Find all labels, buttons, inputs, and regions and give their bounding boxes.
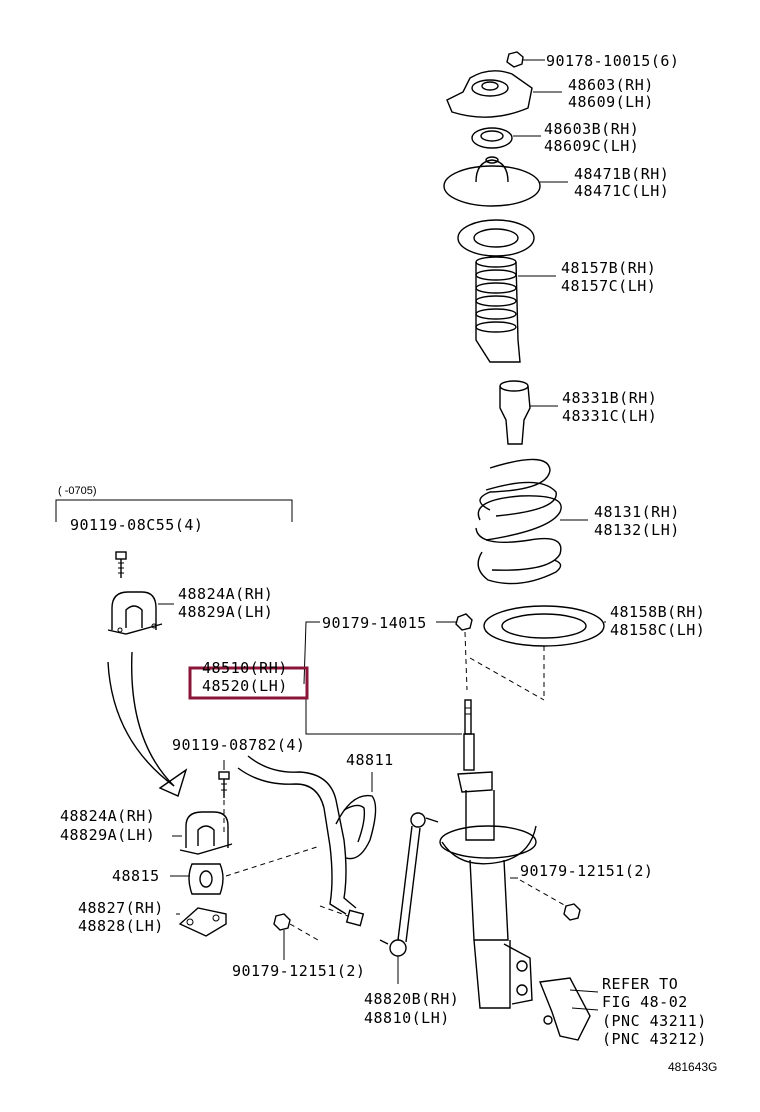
- strut-nut-icon: [436, 613, 473, 691]
- label-bolt-b: 90119-08782(4): [172, 736, 305, 754]
- top-nut-icon: [506, 51, 545, 68]
- label-absorber-rh: 48510(RH): [202, 659, 288, 677]
- lower-insulator-icon: [469, 605, 606, 701]
- highlight-box: [188, 666, 309, 700]
- bump-stopper-icon: [499, 380, 558, 445]
- label-date-range: ( -0705): [58, 485, 97, 497]
- stabilizer-bar-icon: [237, 755, 377, 927]
- bearing-icon: [471, 127, 541, 149]
- coil-spring-icon: [475, 458, 588, 585]
- link-nut-right-icon: [510, 877, 581, 921]
- label-bracket-c-rh: 48827(RH): [78, 899, 164, 917]
- knuckle-reference-icon: [539, 977, 599, 1041]
- stabilizer-link-icon: [379, 812, 439, 984]
- label-refer-4: (PNC 43212): [602, 1030, 707, 1048]
- shock-absorber-icon: [439, 699, 537, 1009]
- label-refer-3: (PNC 43211): [602, 1012, 707, 1030]
- label-nut-top: 90178-10015(6): [546, 52, 679, 70]
- label-bearing-rh: 48603B(RH): [544, 120, 639, 138]
- label-link-lh: 48810(LH): [364, 1009, 450, 1027]
- label-link-rh: 48820B(RH): [364, 990, 459, 1008]
- label-bracket-c-lh: 48828(LH): [78, 917, 164, 935]
- assembly-arrow-icon: [107, 651, 188, 797]
- upper-spring-seat-icon: [443, 156, 568, 207]
- absorber-callout-line: [303, 621, 462, 735]
- label-refer-1: REFER TO: [602, 975, 678, 993]
- date-range-bracket: [55, 499, 293, 522]
- label-boot-lh: 48157C(LH): [561, 277, 656, 295]
- label-nut-link-right: 90179-12151(2): [520, 862, 653, 880]
- label-bracket-a-rh: 48824A(RH): [178, 585, 273, 603]
- label-bearing-lh: 48609C(LH): [544, 137, 639, 155]
- label-bumper-lh: 48331C(LH): [562, 407, 657, 425]
- bushing-icon: [170, 845, 321, 895]
- stabilizer-guide-dash: [319, 905, 349, 917]
- label-boot-rh: 48157B(RH): [561, 259, 656, 277]
- bracket-c-icon: [176, 907, 227, 937]
- label-absorber-lh: 48520(LH): [202, 677, 288, 695]
- label-support-lh: 48609(LH): [568, 93, 654, 111]
- label-nut-strut: 90179-14015: [322, 614, 427, 632]
- strut-support-icon: [446, 70, 562, 118]
- figure-id: 481643G: [668, 1060, 717, 1074]
- label-bracket-b-lh: 48829A(LH): [60, 826, 155, 844]
- label-spring-lh: 48132(LH): [594, 521, 680, 539]
- bolt-a-icon: [115, 551, 127, 578]
- label-seat-upper-lh: 48471C(LH): [574, 182, 669, 200]
- bolt-b-icon: [218, 760, 230, 836]
- dust-boot-icon: [457, 219, 556, 363]
- label-bumper-rh: 48331B(RH): [562, 389, 657, 407]
- label-insulator-rh: 48158B(RH): [610, 603, 705, 621]
- label-bracket-b-rh: 48824A(RH): [60, 807, 155, 825]
- label-seat-upper-rh: 48471B(RH): [574, 165, 669, 183]
- label-bushing: 48815: [112, 867, 160, 885]
- link-nut-left-icon: [273, 913, 319, 960]
- bracket-a-icon: [107, 591, 174, 635]
- label-refer-2: FIG 48-02: [602, 993, 688, 1011]
- label-insulator-lh: 48158C(LH): [610, 621, 705, 639]
- label-stabilizer-bar: 48811: [346, 751, 394, 769]
- label-spring-rh: 48131(RH): [594, 503, 680, 521]
- label-bolt-a: 90119-08C55(4): [70, 516, 203, 534]
- label-support-rh: 48603(RH): [568, 76, 654, 94]
- label-bracket-a-lh: 48829A(LH): [178, 603, 273, 621]
- label-nut-link-left: 90179-12151(2): [232, 962, 365, 980]
- bracket-b-icon: [172, 811, 233, 855]
